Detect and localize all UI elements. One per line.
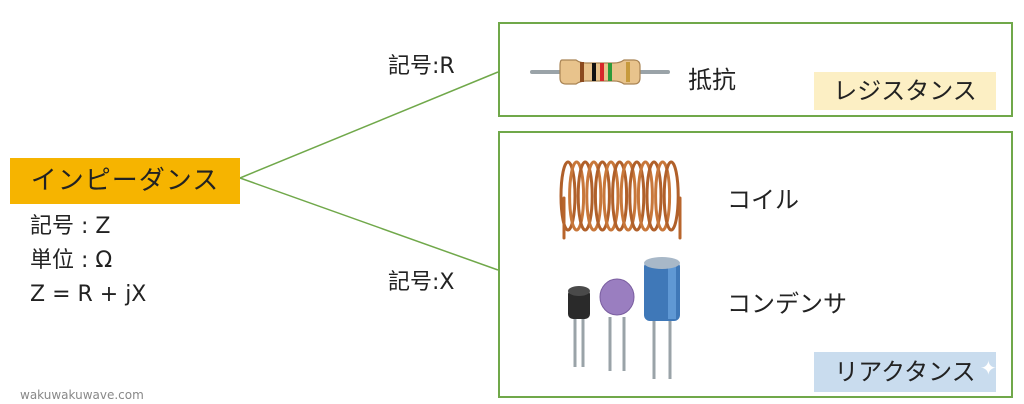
- capacitor-icon: [568, 257, 680, 379]
- coil-turn: [568, 160, 586, 232]
- coil-turn: [636, 160, 654, 232]
- connector-to-resistance: [239, 71, 499, 179]
- coil-label: コイル: [727, 186, 799, 214]
- coil-turn: [576, 160, 594, 232]
- coil-turn: [559, 160, 577, 232]
- reactance-tag: リアクタンス: [814, 352, 996, 392]
- resistance-symbol: 記号:R: [388, 54, 455, 79]
- coil-turn: [585, 160, 603, 232]
- watermark: wakuwakuwave.com: [20, 388, 144, 402]
- impedance-unit-line: 単位 : Ω: [30, 248, 113, 273]
- coil-turn: [619, 160, 637, 232]
- impedance-label: インピーダンス: [10, 158, 240, 204]
- coil-turn: [654, 160, 672, 232]
- sparkle-icon: ✦: [980, 356, 997, 380]
- resistor-icon: [530, 59, 670, 85]
- coil-turn: [662, 160, 680, 232]
- coil-turn: [645, 160, 663, 232]
- coil-turn: [611, 160, 629, 232]
- impedance-formula-line: Z = R + jX: [30, 282, 147, 307]
- resistor-label: 抵抗: [688, 66, 736, 94]
- capacitor-label: コンデンサ: [727, 290, 847, 318]
- connector-to-reactance: [239, 177, 499, 271]
- coil-turn: [602, 160, 620, 232]
- coil-turn: [593, 160, 611, 232]
- coil-icon: [559, 160, 682, 240]
- impedance-symbol-line: 記号 : Z: [30, 214, 111, 239]
- coil-turn: [628, 160, 646, 232]
- reactance-symbol: 記号:X: [388, 270, 455, 295]
- resistance-tag: レジスタンス: [814, 72, 996, 110]
